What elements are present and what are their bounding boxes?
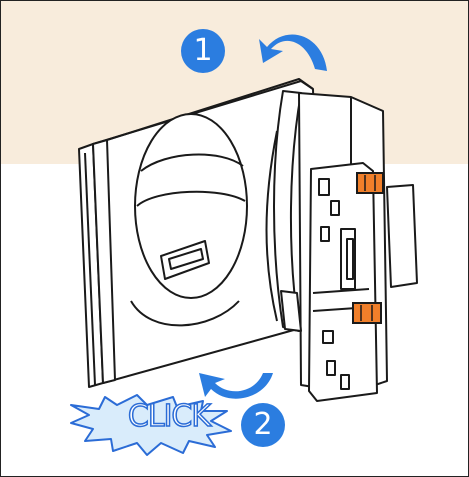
step-2-badge: 2 (241, 403, 285, 447)
click-label: CLICK (127, 398, 212, 435)
latch-top (356, 172, 384, 194)
starburst-icon (70, 394, 232, 456)
arrow-curved-left-icon (259, 34, 327, 71)
latch-bottom (352, 302, 382, 324)
step-1-badge: 1 (181, 29, 225, 73)
arrow-curved-left-icon (199, 373, 273, 399)
device-housing (265, 90, 418, 402)
